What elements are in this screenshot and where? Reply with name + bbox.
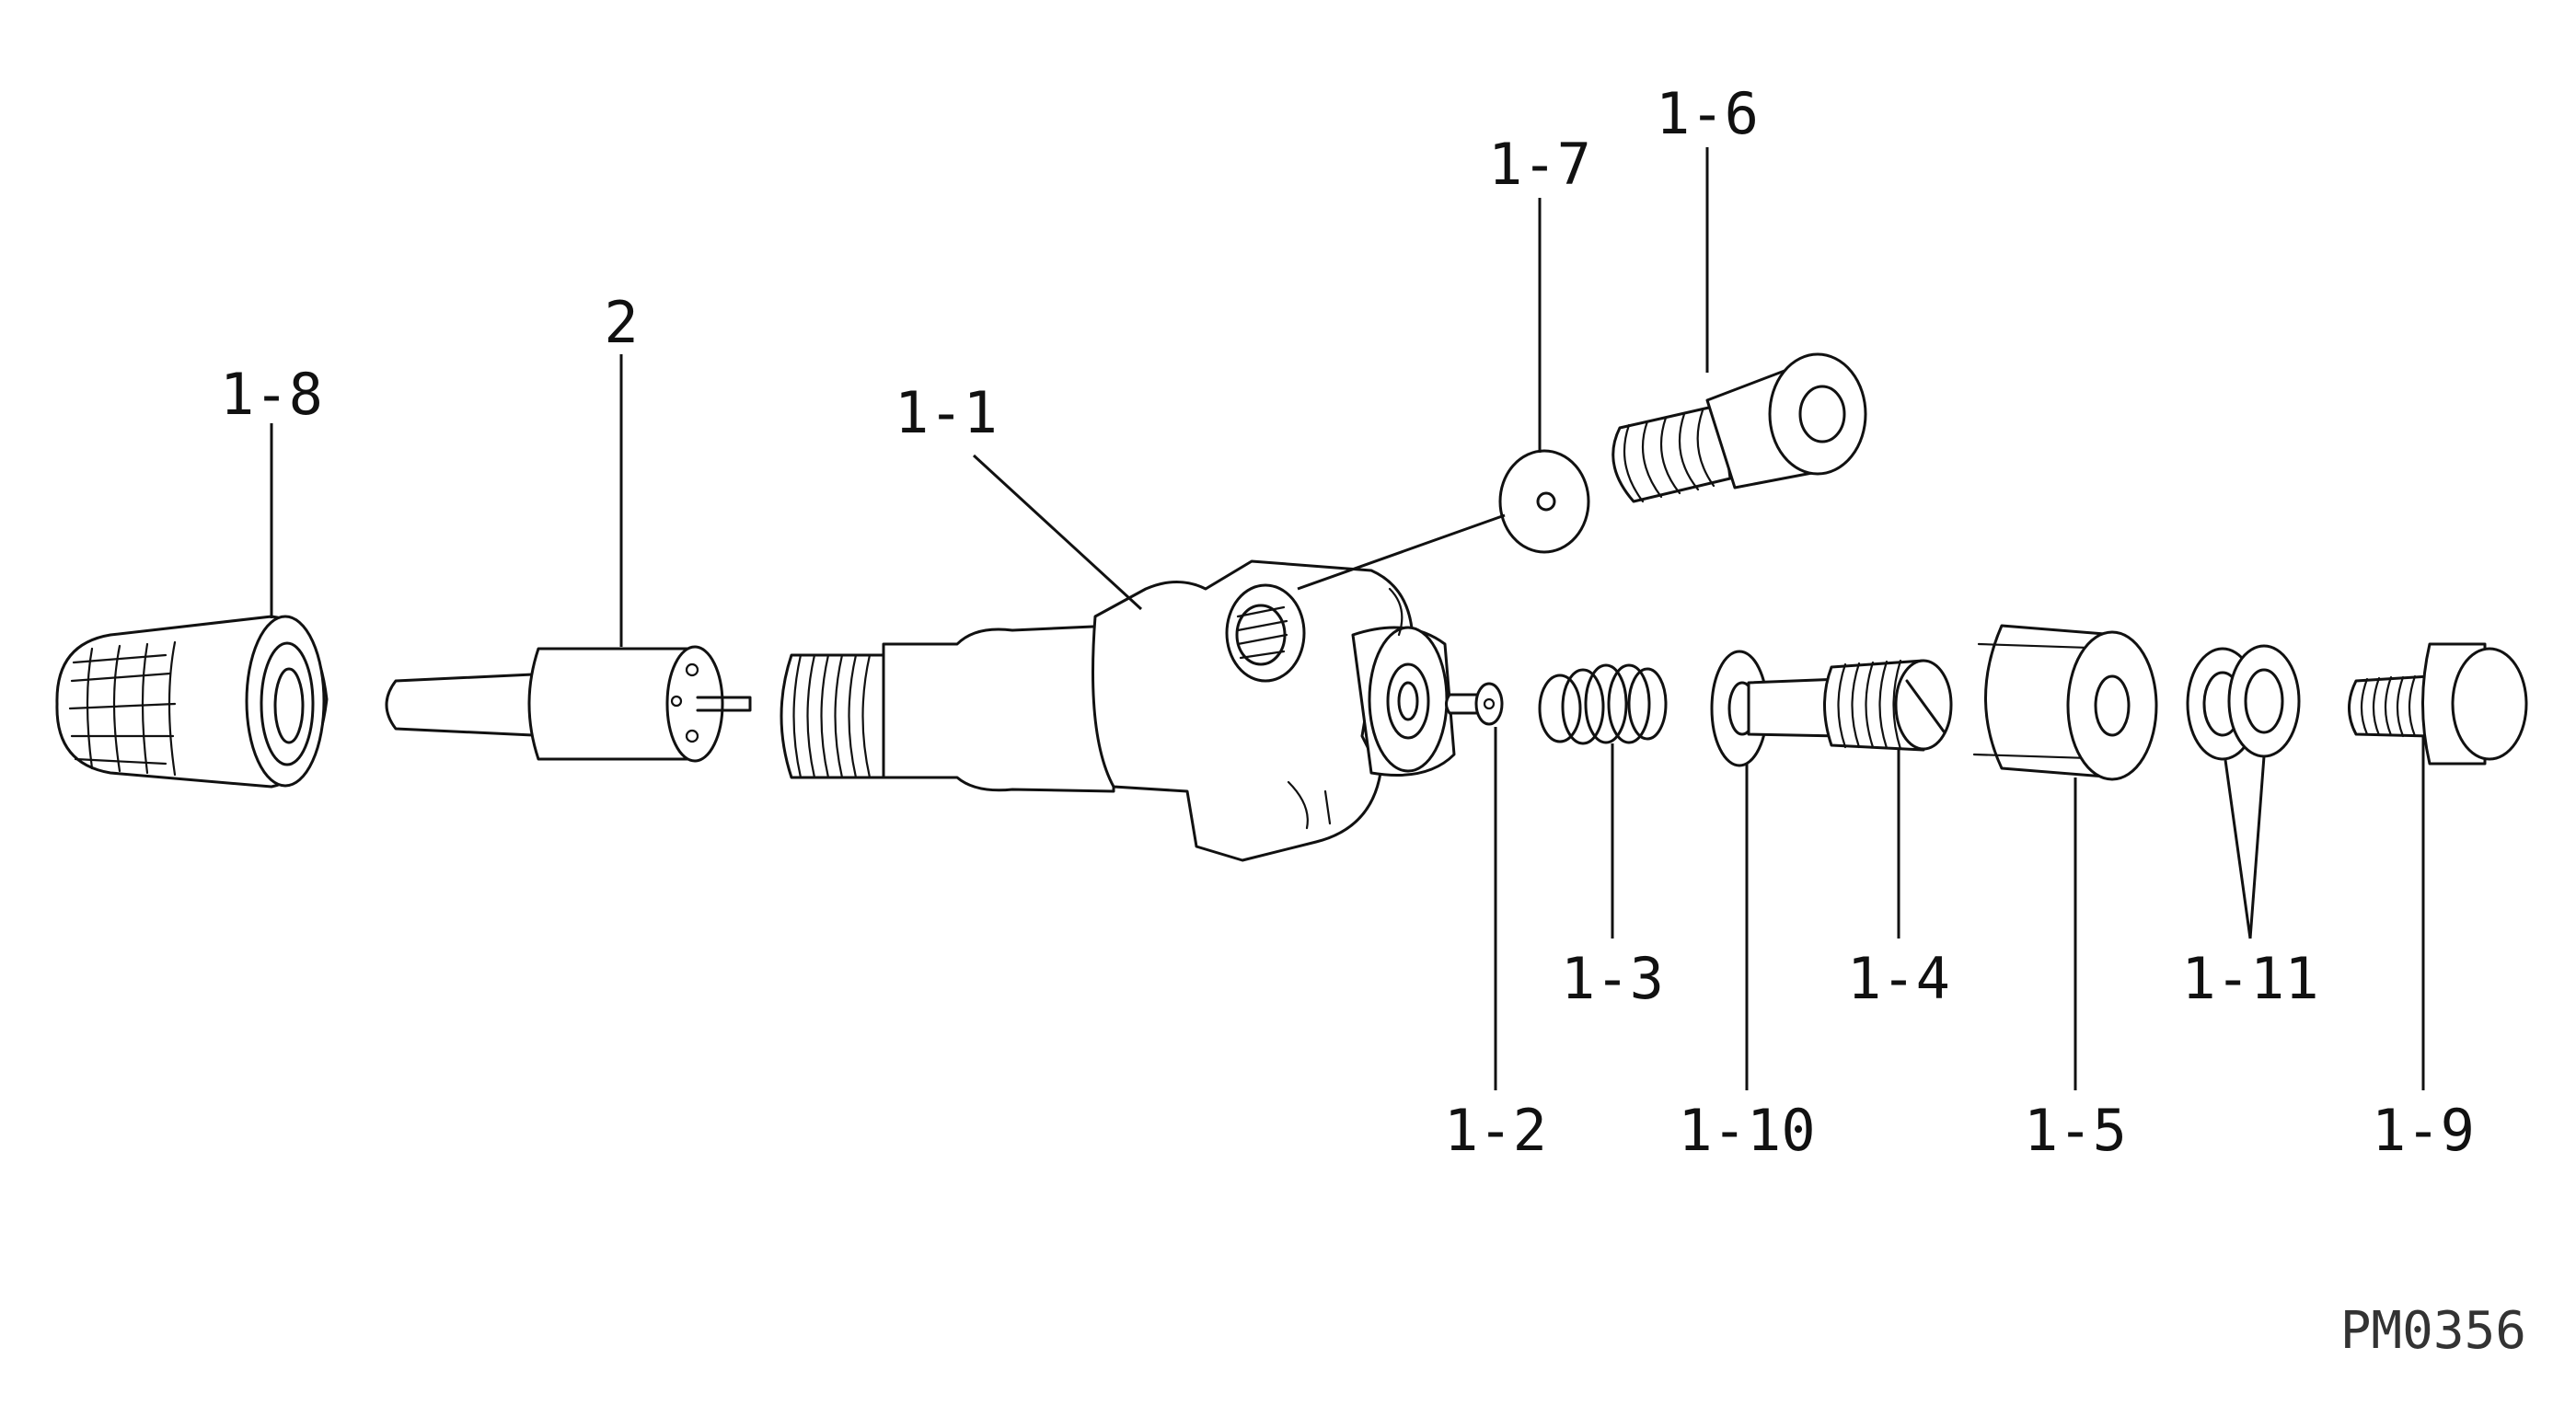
pressure-spring-part [1538, 663, 1668, 745]
callout-labels: 1-8 2 1-1 1-7 1-6 1-2 1-3 1-10 1-4 1-5 1… [220, 80, 2475, 1164]
nozzle-part [385, 645, 752, 763]
inlet-connector-part [1611, 352, 1867, 503]
leader-1-11-b [2248, 755, 2266, 939]
callout-1-10: 1-10 [1678, 1097, 1815, 1164]
reference-code: PM0356 [2340, 1301, 2526, 1361]
callout-1-1: 1-1 [895, 379, 998, 446]
retaining-nut-part [55, 615, 329, 789]
callout-1-7: 1-7 [1488, 131, 1591, 198]
leader-1-11-a [2224, 759, 2252, 939]
callout-1-3: 1-3 [1561, 945, 1664, 1012]
callout-1-5: 1-5 [2024, 1097, 2127, 1164]
callout-1-2: 1-2 [1444, 1097, 1547, 1164]
callout-1-9: 1-9 [2372, 1097, 2475, 1164]
callout-1-6: 1-6 [1656, 80, 1759, 147]
gaskets-part [2186, 644, 2301, 761]
overflow-bolt-part [2348, 642, 2528, 766]
leader-1-7-b [1297, 513, 1506, 591]
nozzle-holder-body-part [780, 559, 1456, 862]
callout-1-4: 1-4 [1847, 945, 1950, 1012]
callout-1-11: 1-11 [2181, 945, 2318, 1012]
spring-seat-part [1710, 650, 1842, 767]
needle-valve-part [1445, 682, 1504, 726]
adjusting-screw-part [1823, 659, 1953, 752]
leader-lines [270, 147, 2425, 1090]
inlet-gasket-part [1498, 449, 1590, 554]
cap-nut-part [1972, 624, 2158, 781]
leader-1-1 [972, 454, 1143, 611]
callout-2: 2 [604, 289, 638, 356]
callout-1-8: 1-8 [220, 361, 323, 428]
